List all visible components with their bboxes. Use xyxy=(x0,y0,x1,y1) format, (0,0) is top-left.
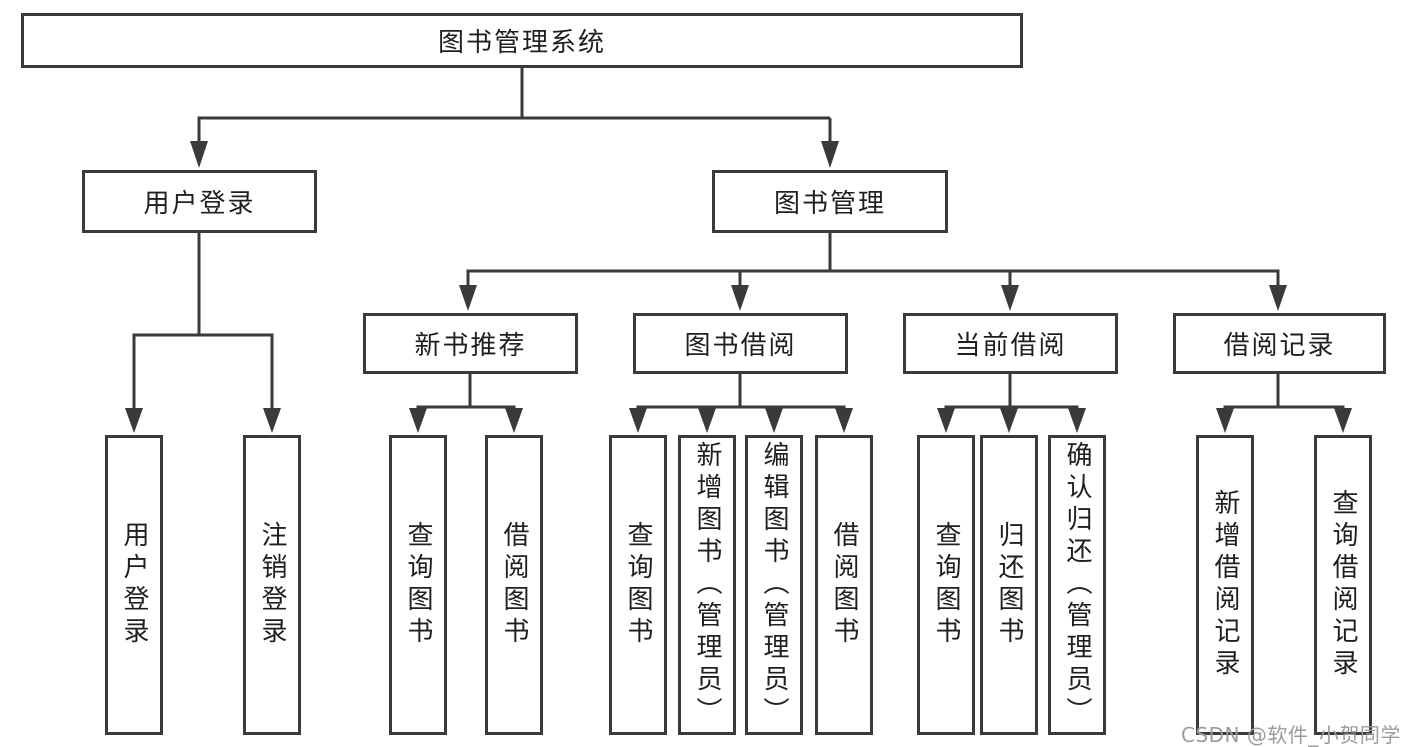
section-node-label: 借阅记录 xyxy=(1223,331,1336,361)
leaf-node-query-books-1: 查询图书 xyxy=(389,435,447,735)
leaf-node-query-books-3: 查询图书 xyxy=(917,435,975,735)
leaf-node-return-books: 归还图书 xyxy=(980,435,1038,735)
branch-node-label: 用户登录 xyxy=(143,189,256,219)
leaf-node-confirm-return-admin: 确认归还（管理员） xyxy=(1048,435,1106,735)
leaf-node-label: 编辑图书（管理员） xyxy=(759,441,789,729)
branch-node-book-management: 图书管理 xyxy=(712,170,948,233)
leaf-node-label: 用户登录 xyxy=(119,521,149,649)
section-node-label: 当前借阅 xyxy=(954,331,1067,361)
leaf-node-label: 查询借阅记录 xyxy=(1328,489,1358,681)
leaf-node-label: 确认归还（管理员） xyxy=(1062,441,1092,729)
leaf-node-add-borrow-record: 新增借阅记录 xyxy=(1196,435,1254,735)
leaf-node-label: 新增借阅记录 xyxy=(1210,489,1240,681)
leaf-node-add-book-admin: 新增图书（管理员） xyxy=(678,435,736,735)
leaf-node-label: 查询图书 xyxy=(931,521,961,649)
root-node-label: 图书管理系统 xyxy=(437,28,606,58)
leaf-node-label: 借阅图书 xyxy=(499,521,529,649)
leaf-node-query-borrow-record: 查询借阅记录 xyxy=(1314,435,1372,735)
leaf-node-label: 查询图书 xyxy=(403,521,433,649)
leaf-node-borrow-books-2: 借阅图书 xyxy=(815,435,873,735)
section-node-current-borrowing: 当前借阅 xyxy=(903,313,1118,374)
leaf-node-logout: 注销登录 xyxy=(243,435,301,735)
section-node-label: 新书推荐 xyxy=(414,331,527,361)
section-node-book-borrowing: 图书借阅 xyxy=(633,313,848,374)
leaf-node-borrow-books-1: 借阅图书 xyxy=(485,435,543,735)
leaf-node-user-login: 用户登录 xyxy=(105,435,163,735)
leaf-node-edit-book-admin: 编辑图书（管理员） xyxy=(745,435,803,735)
branch-node-user-login: 用户登录 xyxy=(82,170,317,233)
leaf-node-label: 查询图书 xyxy=(623,521,653,649)
leaf-node-label: 新增图书（管理员） xyxy=(692,441,722,729)
section-node-borrowing-records: 借阅记录 xyxy=(1173,313,1386,374)
leaf-node-label: 注销登录 xyxy=(257,521,287,649)
leaf-node-label: 借阅图书 xyxy=(829,521,859,649)
arrowheads xyxy=(125,141,1352,433)
leaf-node-label: 归还图书 xyxy=(994,521,1024,649)
leaf-node-query-books-2: 查询图书 xyxy=(609,435,667,735)
section-node-new-book-recommend: 新书推荐 xyxy=(363,313,578,374)
csdn-watermark: CSDN @软件_小贺同学 xyxy=(1181,723,1401,747)
branch-node-label: 图书管理 xyxy=(773,189,886,219)
root-node-library-management-system: 图书管理系统 xyxy=(21,13,1023,68)
section-node-label: 图书借阅 xyxy=(684,331,797,361)
